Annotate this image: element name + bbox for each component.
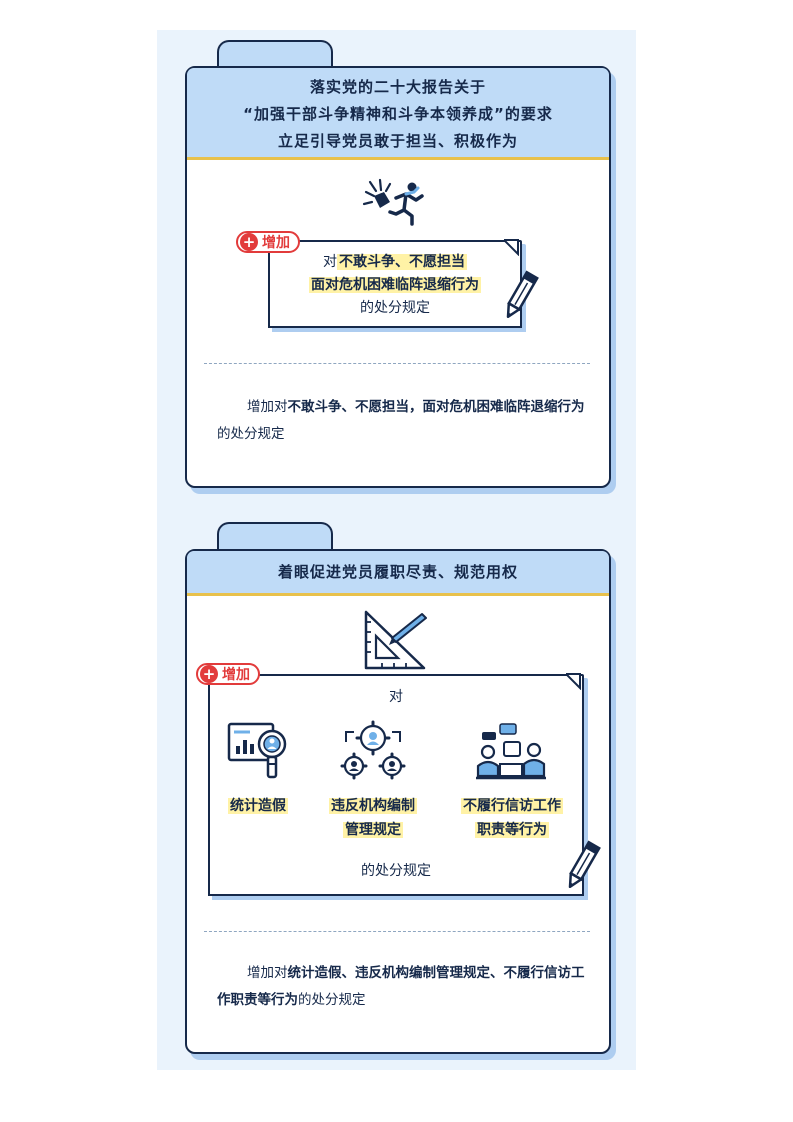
pen-icon xyxy=(568,840,601,889)
item-label: 违反机构编制 管理规定 xyxy=(312,794,434,842)
section-2-heading: 着眼促进党员履职尽责、规范用权 xyxy=(187,551,609,596)
heading-line: “加强干部斗争精神和斗争本领养成”的要求 xyxy=(243,105,553,123)
page-fold-icon xyxy=(566,673,581,690)
note-box-2: 对 的处分规定 xyxy=(208,674,584,896)
page-fold-icon xyxy=(504,239,519,256)
statistics-magnifier-icon xyxy=(227,722,287,779)
people-chat-icon xyxy=(476,723,546,780)
running-figure-icon xyxy=(362,178,424,226)
desc-suffix: 的处分规定 xyxy=(298,992,366,1008)
pen-icon xyxy=(506,270,539,319)
note-suffix: 的处分规定 xyxy=(361,863,431,879)
triangle-ruler-icon xyxy=(364,610,427,670)
note-text: 对不敢斗争、不愿担当 面对危机困难临阵退缩行为 的处分规定 xyxy=(270,251,520,320)
plus-icon: + xyxy=(240,233,258,251)
desc-bold: 统计造假、违反机构编制管理规定、不履行信访工作职责等行为 xyxy=(217,965,585,1008)
desc-prefix: 增加对 xyxy=(247,965,288,981)
note-highlight: 面对危机困难临阵退缩行为 xyxy=(309,277,481,293)
badge-label: 增加 xyxy=(222,667,250,683)
divider xyxy=(204,931,590,932)
desc-prefix: 增加对 xyxy=(247,399,288,415)
item-label-line: 统计造假 xyxy=(228,798,288,814)
note-highlight: 不敢斗争、不愿担当 xyxy=(337,254,467,270)
note-prefix: 对 xyxy=(389,689,403,705)
heading-line: 着眼促进党员履职尽责、规范用权 xyxy=(277,563,518,581)
section-1-description: 增加对不敢斗争、不愿担当，面对危机困难临阵退缩行为的处分规定 xyxy=(217,394,589,448)
item-label-line: 违反机构编制 xyxy=(329,798,417,814)
item-label: 不履行信访工作 职责等行为 xyxy=(444,794,580,842)
item-label: 统计造假 xyxy=(214,794,302,818)
desc-bold: 不敢斗争、不愿担当，面对危机困难临阵退缩行为 xyxy=(287,399,585,415)
card-tab xyxy=(217,522,333,554)
plus-icon: + xyxy=(200,665,218,683)
item-label-line: 职责等行为 xyxy=(475,822,549,838)
item-label-line: 不履行信访工作 xyxy=(461,798,563,814)
note-suffix: 的处分规定 xyxy=(360,300,430,316)
gear-people-icon xyxy=(340,720,406,780)
add-badge: + 增加 xyxy=(236,231,300,253)
note-box-1: 对不敢斗争、不愿担当 面对危机困难临阵退缩行为 的处分规定 xyxy=(268,240,522,328)
add-badge: + 增加 xyxy=(196,663,260,685)
section-1-heading: 落实党的二十大报告关于 “加强干部斗争精神和斗争本领养成”的要求 立足引导党员敢… xyxy=(187,68,609,160)
divider xyxy=(204,363,590,364)
desc-suffix: 的处分规定 xyxy=(217,426,285,442)
badge-label: 增加 xyxy=(262,235,290,251)
heading-line: 落实党的二十大报告关于 xyxy=(309,78,486,96)
item-label-line: 管理规定 xyxy=(343,822,403,838)
note-prefix: 对 xyxy=(323,254,337,270)
section-2-description: 增加对统计造假、违反机构编制管理规定、不履行信访工作职责等行为的处分规定 xyxy=(217,960,589,1014)
heading-line: 立足引导党员敢于担当、积极作为 xyxy=(277,132,518,150)
